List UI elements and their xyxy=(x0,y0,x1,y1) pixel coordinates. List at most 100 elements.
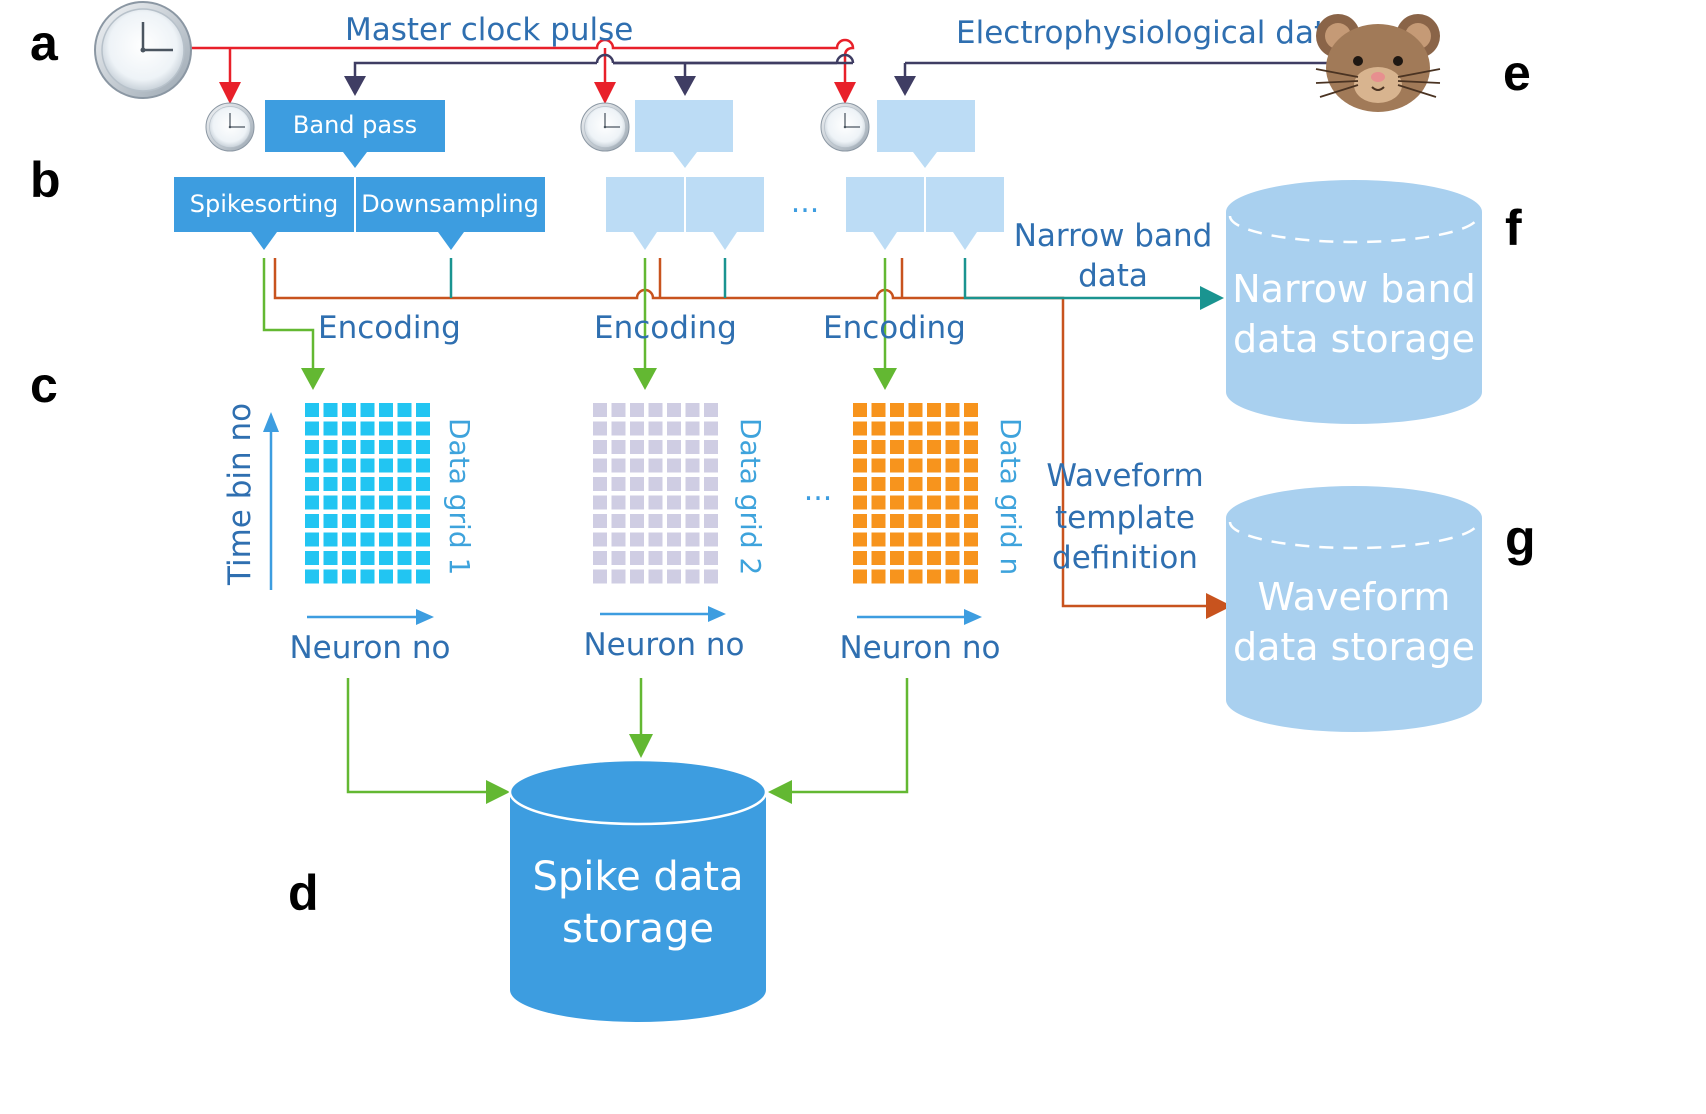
grid-cell xyxy=(397,514,412,528)
wall-clock-icon xyxy=(93,0,193,100)
neuron-axis-1 xyxy=(307,609,434,625)
grid-cell xyxy=(685,495,700,510)
grid-cell xyxy=(871,421,886,436)
neuron-axis-2 xyxy=(600,606,726,622)
grid-cell xyxy=(945,403,960,417)
band-pass-box-n xyxy=(877,100,975,152)
grid-cell xyxy=(648,495,663,510)
processing-ellipsis: ... xyxy=(791,185,820,220)
grid-cell xyxy=(704,477,718,491)
grid-cell xyxy=(360,495,375,510)
grid-cell xyxy=(890,458,904,473)
panel-letter-e: e xyxy=(1503,45,1531,101)
grid-cell xyxy=(397,551,412,565)
grid-cell xyxy=(964,440,978,454)
neuron-axis-n xyxy=(857,609,982,625)
grid-cell xyxy=(685,477,700,491)
neuron-axis-label-2: Neuron no xyxy=(583,627,744,663)
downsampling-box-n xyxy=(926,177,1004,232)
grid-cell xyxy=(871,532,886,547)
grid-cell xyxy=(342,440,356,454)
grid-cell xyxy=(704,495,718,510)
grid-cell xyxy=(630,440,644,454)
grid-cell xyxy=(908,551,923,565)
grid-cell xyxy=(397,440,412,454)
grid-cell xyxy=(305,514,319,528)
grid-cell xyxy=(704,403,718,417)
grid-cell xyxy=(685,569,700,584)
grid-cell xyxy=(379,477,393,491)
grid-cell xyxy=(648,421,663,436)
grid-cell xyxy=(964,421,978,436)
grid-cell xyxy=(890,514,904,528)
grid-cell xyxy=(964,495,978,510)
grid-cell xyxy=(323,403,338,417)
grid-cell xyxy=(611,458,626,473)
grid-cell xyxy=(927,458,941,473)
downsampling-box-2 xyxy=(686,177,764,232)
waveform-template-line xyxy=(273,258,1210,608)
grid-cell xyxy=(630,514,644,528)
grid-cell xyxy=(379,569,393,584)
grid-cell xyxy=(630,477,644,491)
grid-cell xyxy=(890,551,904,565)
grid-cell xyxy=(611,551,626,565)
grid-cell xyxy=(305,458,319,473)
grid-cell xyxy=(305,551,319,565)
grid-cell xyxy=(593,495,607,510)
grid-cell xyxy=(667,495,681,510)
grid-ellipsis: ... xyxy=(804,473,833,508)
narrow-band-storage-cylinder xyxy=(1226,180,1482,424)
grid-cell xyxy=(871,440,886,454)
grid-cell xyxy=(685,440,700,454)
master-clock-line xyxy=(183,38,856,104)
grid-cell xyxy=(611,421,626,436)
time-bin-axis-label: Time bin no xyxy=(222,403,258,586)
grid-cell xyxy=(305,477,319,491)
waveform-storage-cylinder xyxy=(1226,486,1482,732)
grid-cell xyxy=(611,532,626,547)
grid-cell xyxy=(964,551,978,565)
grid-cell xyxy=(685,458,700,473)
grid-cell xyxy=(611,477,626,491)
spike-storage-lines xyxy=(346,678,909,794)
grid-cell xyxy=(908,477,923,491)
grid-cell xyxy=(342,514,356,528)
grid-cell xyxy=(704,421,718,436)
panel-letter-d: d xyxy=(288,865,319,921)
neuron-axis-label-1: Neuron no xyxy=(289,630,450,666)
grid-cell xyxy=(379,458,393,473)
narrow-band-label-line1: Narrow band xyxy=(1014,218,1213,254)
grid-cell xyxy=(685,532,700,547)
grid-cell xyxy=(667,569,681,584)
grid-cell xyxy=(593,458,607,473)
grid-cell xyxy=(853,569,867,584)
grid-cell xyxy=(342,458,356,473)
grid-cell xyxy=(890,421,904,436)
grid-cell xyxy=(416,551,430,565)
grid-cell xyxy=(945,458,960,473)
data-grid-n xyxy=(853,403,978,584)
grid-cell xyxy=(360,440,375,454)
grid-cell xyxy=(305,569,319,584)
downsampling-label: Downsampling xyxy=(361,190,539,218)
grid-cell xyxy=(908,403,923,417)
grid-cell xyxy=(593,440,607,454)
grid-cell xyxy=(416,421,430,436)
grid-cell xyxy=(927,403,941,417)
grid-cell xyxy=(379,440,393,454)
waveform-template-label-line1: Waveform xyxy=(1046,458,1203,494)
grid-cell xyxy=(397,458,412,473)
grid-cell xyxy=(416,532,430,547)
spikesorting-box xyxy=(174,177,354,232)
grid-cell xyxy=(416,495,430,510)
grid-cell xyxy=(964,458,978,473)
grid-cell xyxy=(927,532,941,547)
grid-cell xyxy=(945,551,960,565)
grid-cell xyxy=(379,403,393,417)
grid-cell xyxy=(593,514,607,528)
grid-cell xyxy=(593,569,607,584)
grid-cell xyxy=(945,532,960,547)
data-grid-2 xyxy=(593,403,718,584)
grid-cell xyxy=(416,440,430,454)
